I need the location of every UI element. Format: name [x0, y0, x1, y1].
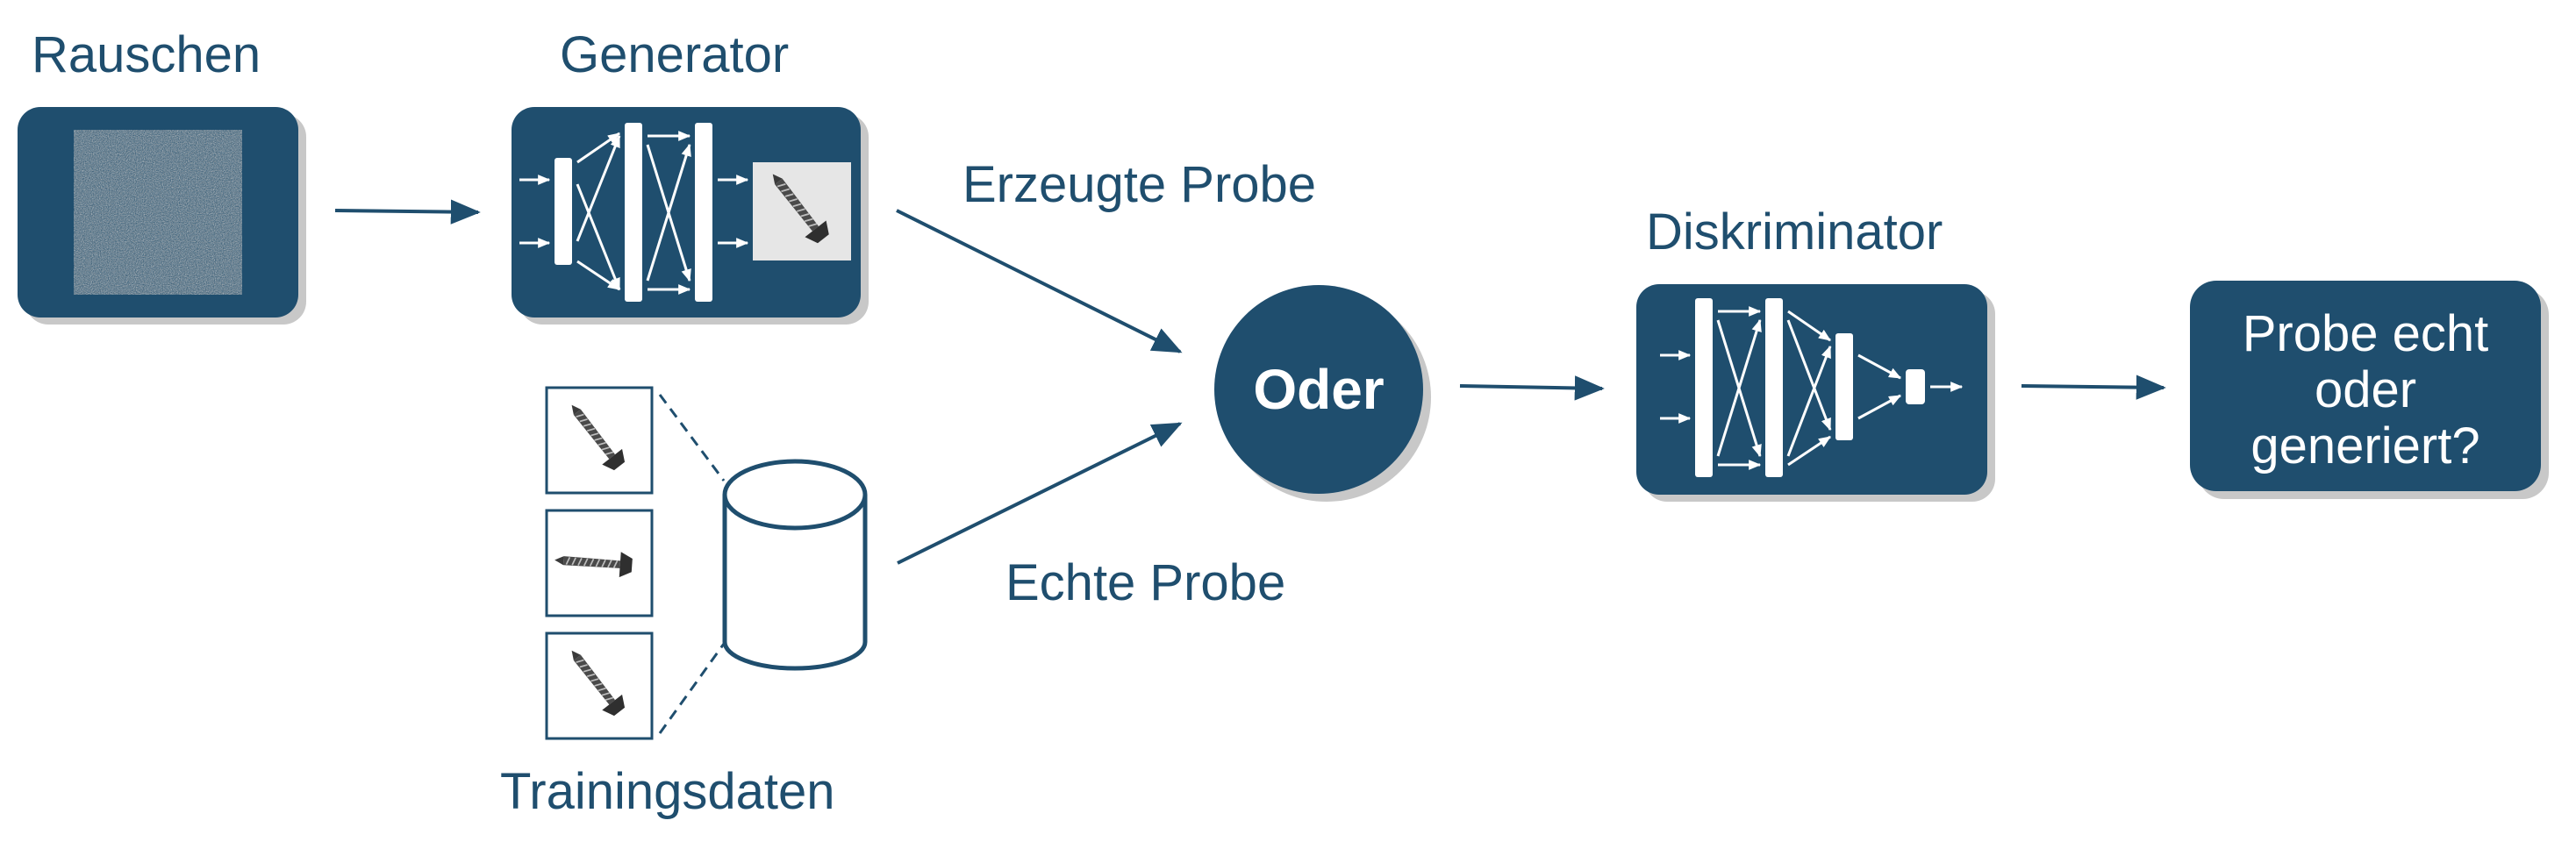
noise-box: [18, 107, 306, 325]
training-data-label: Trainingsdaten: [500, 763, 835, 820]
generated-sample-label: Erzeugte Probe: [962, 156, 1317, 213]
real-sample-label: Echte Probe: [1005, 554, 1286, 611]
output-label-line3: generiert?: [2250, 417, 2480, 474]
generated-screw-image: [753, 162, 851, 260]
discriminator-label: Diskriminator: [1646, 203, 1943, 260]
neural-network-icon: [1660, 298, 1964, 477]
generator-box: [512, 107, 869, 325]
output-box: [2190, 281, 2549, 499]
noise-texture-icon: [74, 130, 242, 295]
output-label: Probe echt oder generiert?: [2190, 281, 2541, 500]
discriminator-box: [1636, 284, 1995, 502]
arrow-generated-to-or: [896, 209, 1183, 353]
database-cylinder-icon: [722, 459, 868, 671]
noise-label: Rauschen: [32, 26, 261, 83]
arrow-or-to-discriminator: [1459, 375, 1605, 401]
training-samples: [545, 386, 654, 740]
output-label-line2: oder: [2314, 361, 2417, 419]
neural-network-icon: [519, 123, 749, 302]
arrow-discriminator-to-output: [2021, 375, 2166, 400]
or-label: Oder: [1253, 358, 1385, 421]
arrow-real-to-or: [897, 422, 1183, 565]
or-node: [1214, 285, 1431, 502]
arrow-noise-to-generator: [334, 199, 481, 225]
output-label-line1: Probe echt: [2242, 305, 2489, 363]
generator-label: Generator: [560, 26, 790, 83]
